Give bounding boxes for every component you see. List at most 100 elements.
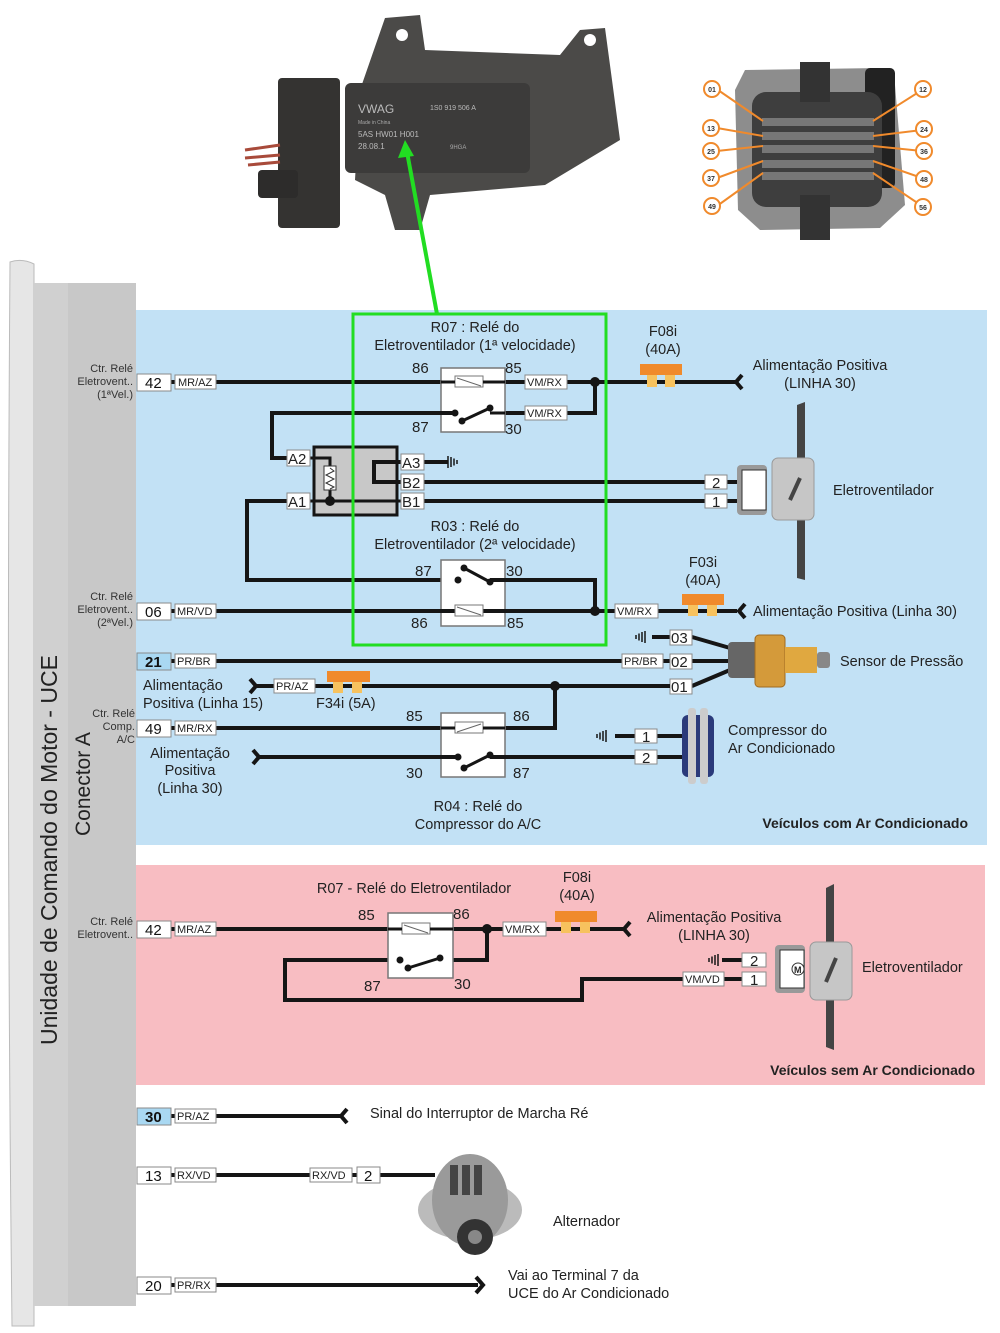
svg-text:02: 02 [671,654,688,671]
svg-text:87: 87 [415,563,432,580]
alternator [418,1154,522,1255]
svg-text:9HGA: 9HGA [450,145,466,151]
svg-text:Vai ao Terminal 7 da: Vai ao Terminal 7 da [508,1268,640,1284]
svg-text:Eletroventilador (2ª velocidad: Eletroventilador (2ª velocidade) [374,537,575,553]
svg-text:1: 1 [750,972,758,989]
svg-text:Comp.: Comp. [103,721,135,733]
svg-text:1: 1 [712,494,720,511]
svg-text:R07 - Relé do Eletroventilador: R07 - Relé do Eletroventilador [317,881,511,897]
svg-text:37: 37 [707,176,715,183]
ecu-block: Unidade de Comando do Motor - UCE Conect… [7,259,136,1327]
svg-text:42: 42 [145,922,162,939]
svg-text:87: 87 [412,419,429,436]
svg-text:R03 : Relé do: R03 : Relé do [431,519,520,535]
ecu-title: Unidade de Comando do Motor - UCE [36,655,62,1045]
svg-text:Sensor de Pressão: Sensor de Pressão [840,654,963,670]
svg-text:PR/AZ: PR/AZ [276,681,309,693]
svg-text:1S0 919 506 A: 1S0 919 506 A [430,105,476,112]
svg-text:30: 30 [406,765,423,782]
svg-text:Alimentação Positiva (Linha 30: Alimentação Positiva (Linha 30) [753,604,957,620]
svg-text:20: 20 [145,1278,162,1295]
fan-label: Eletroventilador [833,483,934,499]
svg-text:UCE do Ar Condicionado: UCE do Ar Condicionado [508,1286,669,1302]
svg-text:Compressor do: Compressor do [728,723,827,739]
fuse-f08i-noac [555,911,597,933]
svg-text:R04 : Relé do: R04 : Relé do [434,799,523,815]
pin-13 [136,1166,172,1185]
svg-text:86: 86 [453,906,470,923]
svg-text:06: 06 [145,604,162,621]
svg-text:MR/RX: MR/RX [177,723,213,735]
arrow-right-icon [474,1275,486,1295]
svg-text:86: 86 [513,708,530,725]
svg-text:A1: A1 [288,494,306,511]
svg-text:87: 87 [513,765,530,782]
svg-text:Sinal do Interruptor de Marcha: Sinal do Interruptor de Marcha Ré [370,1106,588,1122]
connector-end-icon [621,920,632,938]
pin-20 [136,1276,172,1295]
svg-text:R07 : Relé do: R07 : Relé do [431,320,520,336]
svg-text:25: 25 [707,149,715,156]
svg-text:56: 56 [919,205,927,212]
connector-end-icon [248,677,259,695]
svg-text:28.08.1: 28.08.1 [358,142,385,151]
ac-section: Ctr. Relé Eletrovent.. (1ªVel.) 42 MR/AZ… [77,140,968,833]
svg-text:VM/RX: VM/RX [527,408,563,420]
svg-text:42: 42 [145,375,162,392]
svg-text:12: 12 [919,87,927,94]
svg-text:VM/VD: VM/VD [685,974,720,986]
svg-text:01: 01 [671,679,688,696]
svg-text:A2: A2 [288,451,306,468]
svg-text:30: 30 [145,1109,162,1126]
svg-text:(40A): (40A) [685,573,720,589]
noac-section-title: Veículos sem Ar Condicionado [770,1062,975,1078]
svg-text:F34i (5A): F34i (5A) [316,696,376,712]
svg-text:Compressor do A/C: Compressor do A/C [415,817,542,833]
svg-text:48: 48 [920,177,928,184]
svg-text:F08i: F08i [563,870,591,886]
connector-end-icon [338,1107,349,1125]
svg-text:2: 2 [364,1168,372,1185]
svg-text:F08i: F08i [649,324,677,340]
svg-text:30: 30 [505,421,522,438]
connector-title: Conector A [72,732,95,836]
svg-text:Ar Condicionado: Ar Condicionado [728,741,835,757]
svg-text:Alimentação: Alimentação [143,678,223,694]
connector-end-icon [733,373,744,391]
fan-motor-ac [737,402,815,580]
svg-text:2: 2 [750,953,758,970]
pin-21 [136,652,172,671]
svg-text:PR/RX: PR/RX [177,1280,211,1292]
highlight-arrow [405,151,439,315]
connector-end-icon [251,748,262,766]
svg-text:B2: B2 [402,475,420,492]
svg-text:PR/BR: PR/BR [177,656,211,668]
svg-text:B1: B1 [402,494,420,511]
svg-text:85: 85 [358,907,375,924]
svg-text:24: 24 [920,127,928,134]
svg-text:Ctr. Relé: Ctr. Relé [90,363,133,375]
svg-text:F03i: F03i [689,555,717,571]
svg-text:RX/VD: RX/VD [177,1170,211,1182]
svg-text:1: 1 [642,729,650,746]
svg-text:30: 30 [454,976,471,993]
svg-text:01: 01 [708,87,716,94]
svg-text:5AS HW01 H001: 5AS HW01 H001 [358,130,419,139]
connector-pinout: 01 12 13 24 25 36 37 48 49 56 [702,62,933,240]
svg-text:MR/AZ: MR/AZ [177,924,212,936]
other-connections: 30 PR/AZ Sinal do Interruptor de Marcha … [136,1106,669,1302]
svg-text:(LINHA 30): (LINHA 30) [784,376,856,392]
relay-module-photo: VWAG 1S0 919 506 A Made in China 5AS HW0… [244,15,620,230]
svg-text:49: 49 [145,721,162,738]
fuse-f34i [327,671,370,693]
svg-text:A/C: A/C [117,734,135,746]
svg-text:(2ªVel.): (2ªVel.) [97,617,133,629]
svg-text:Alternador: Alternador [553,1214,620,1230]
svg-text:Alimentação Positiva: Alimentação Positiva [647,910,783,926]
svg-text:Ctr. Relé: Ctr. Relé [90,916,133,928]
svg-text:VWAG: VWAG [358,102,394,116]
svg-text:Positiva: Positiva [165,763,217,779]
noac-section: Ctr. Relé Eletrovent.. R07 - Relé do Ele… [77,870,975,1078]
svg-text:(40A): (40A) [645,342,680,358]
